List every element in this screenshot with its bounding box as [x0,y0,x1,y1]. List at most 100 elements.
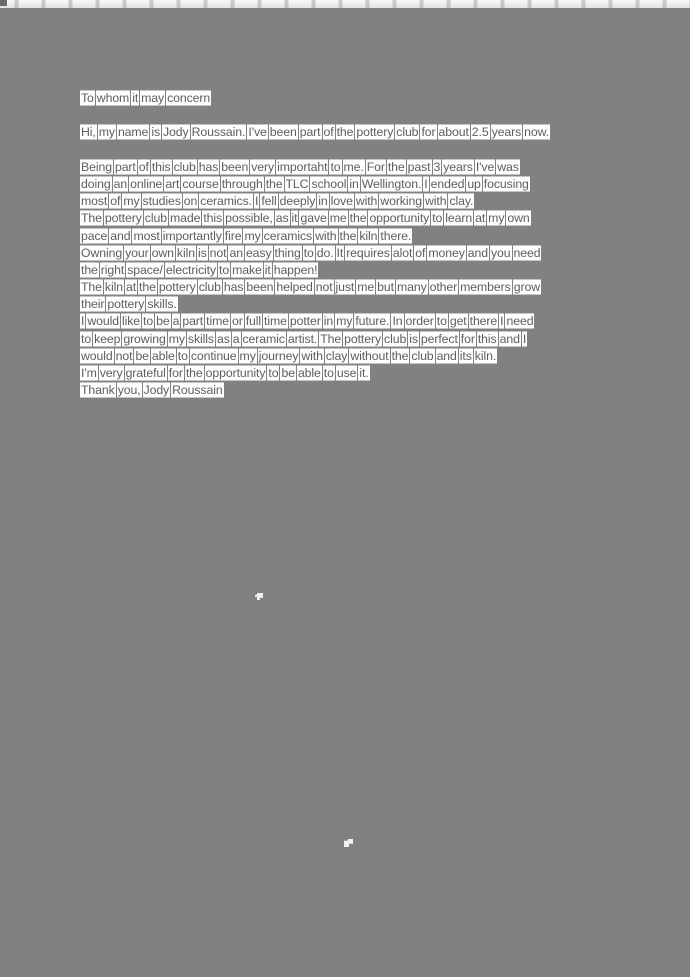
highlighted-word: my [487,211,506,226]
highlighted-word: I [521,331,528,346]
highlighted-word: For [365,159,386,174]
highlighted-word: gave [299,211,328,226]
highlighted-word: I [253,194,260,209]
highlighted-word: possible, [224,211,274,226]
highlighted-word: it. [358,366,370,380]
highlighted-word: has [222,280,245,295]
highlighted-word: me. [342,159,365,174]
highlighted-word: but [376,280,395,295]
highlighted-word: to [267,366,280,380]
highlighted-word: there. [379,228,413,243]
highlighted-word: own [150,245,175,260]
highlighted-word: money [427,245,466,260]
highlighted-word: to [176,348,189,363]
highlighted-word: clay. [448,194,475,209]
highlighted-word: love [329,194,354,209]
highlighted-word: would [86,314,120,329]
highlighted-word: importaht [276,159,329,174]
highlighted-word: fire [223,228,243,243]
highlighted-word: my [243,228,262,243]
highlighted-word: continue [189,348,238,363]
highlighted-word: I [80,314,86,329]
highlighted-word: own [506,211,531,226]
highlighted-word: kiln [103,280,124,295]
highlighted-word: about [437,125,470,140]
highlighted-word: growing [122,331,167,346]
highlighted-word: past [406,159,432,174]
highlighted-word: perfect [419,331,459,346]
highlighted-word: and [109,228,132,243]
highlighted-word: The [80,280,103,295]
highlighted-word: ceramics. [199,194,253,209]
highlighted-word: need [512,245,542,260]
highlighted-word: I've [474,159,496,174]
highlighted-word: thing [273,245,302,260]
highlighted-word: time [205,314,230,329]
highlighted-word: pottery [355,125,395,140]
highlighted-word: right [99,262,126,277]
highlighted-word: online [129,176,164,191]
highlighted-word: a [231,331,241,346]
highlighted-word: Jody [142,383,171,398]
highlighted-word: been [245,280,275,295]
highlighted-word: to [329,159,342,174]
highlighted-word: focusing [482,176,530,191]
highlighted-word: this [476,331,498,346]
highlighted-word: opportunity [368,211,431,226]
highlighted-word: as [215,331,231,346]
highlighted-word: learn [444,211,474,226]
highlighted-word: an [112,176,129,191]
highlighted-word: me [356,280,376,295]
highlighted-word: space/ [126,262,164,277]
highlighted-word: artist. [286,331,319,346]
highlighted-word: this [150,159,172,174]
toolbar-left-mark-icon [0,0,7,6]
highlighted-word: is [150,125,161,140]
highlighted-word: of [322,125,335,140]
highlighted-word: concern [166,91,212,105]
highlighted-word: potter [288,314,322,329]
highlighted-word: be [280,366,296,380]
highlighted-word: studies [141,194,182,209]
highlighted-word: to [302,245,315,260]
highlighted-word: doing [80,176,112,191]
highlighted-word: members [459,280,512,295]
highlighted-word: school [310,176,348,191]
highlighted-word: keep [93,331,122,346]
highlighted-word: easy [244,245,273,260]
highlighted-word: whom [95,91,131,105]
highlighted-word: ended [429,176,466,191]
highlighted-word: kiln. [473,348,498,363]
highlighted-word: club [143,211,168,226]
highlighted-word: Hi, [80,125,97,140]
highlighted-word: journey [257,348,300,363]
highlighted-word: very [250,159,276,174]
highlighted-word: it [263,262,272,277]
highlighted-word: ceramics [262,228,314,243]
highlighted-word: just [334,280,356,295]
highlighted-word: of [414,245,427,260]
highlighted-word: happen! [272,262,319,277]
highlighted-word: skills [186,331,215,346]
highlighted-word: now. [523,125,551,140]
highlighted-word: is [408,331,419,346]
highlighted-word: 2.5 [470,125,490,140]
highlighted-word: part [181,314,205,329]
highlighted-word: it [131,91,140,105]
highlighted-word: very [98,366,124,380]
highlighted-word: kiln [358,228,379,243]
highlighted-word: need [505,314,535,329]
window-toolbar-strip[interactable] [0,0,690,8]
highlighted-word: been [220,159,250,174]
highlighted-word: like [120,314,142,329]
highlighted-word: my [97,125,116,140]
highlighted-word: It [335,245,345,260]
highlighted-word: to [218,262,231,277]
highlighted-word: ceramic [241,331,286,346]
